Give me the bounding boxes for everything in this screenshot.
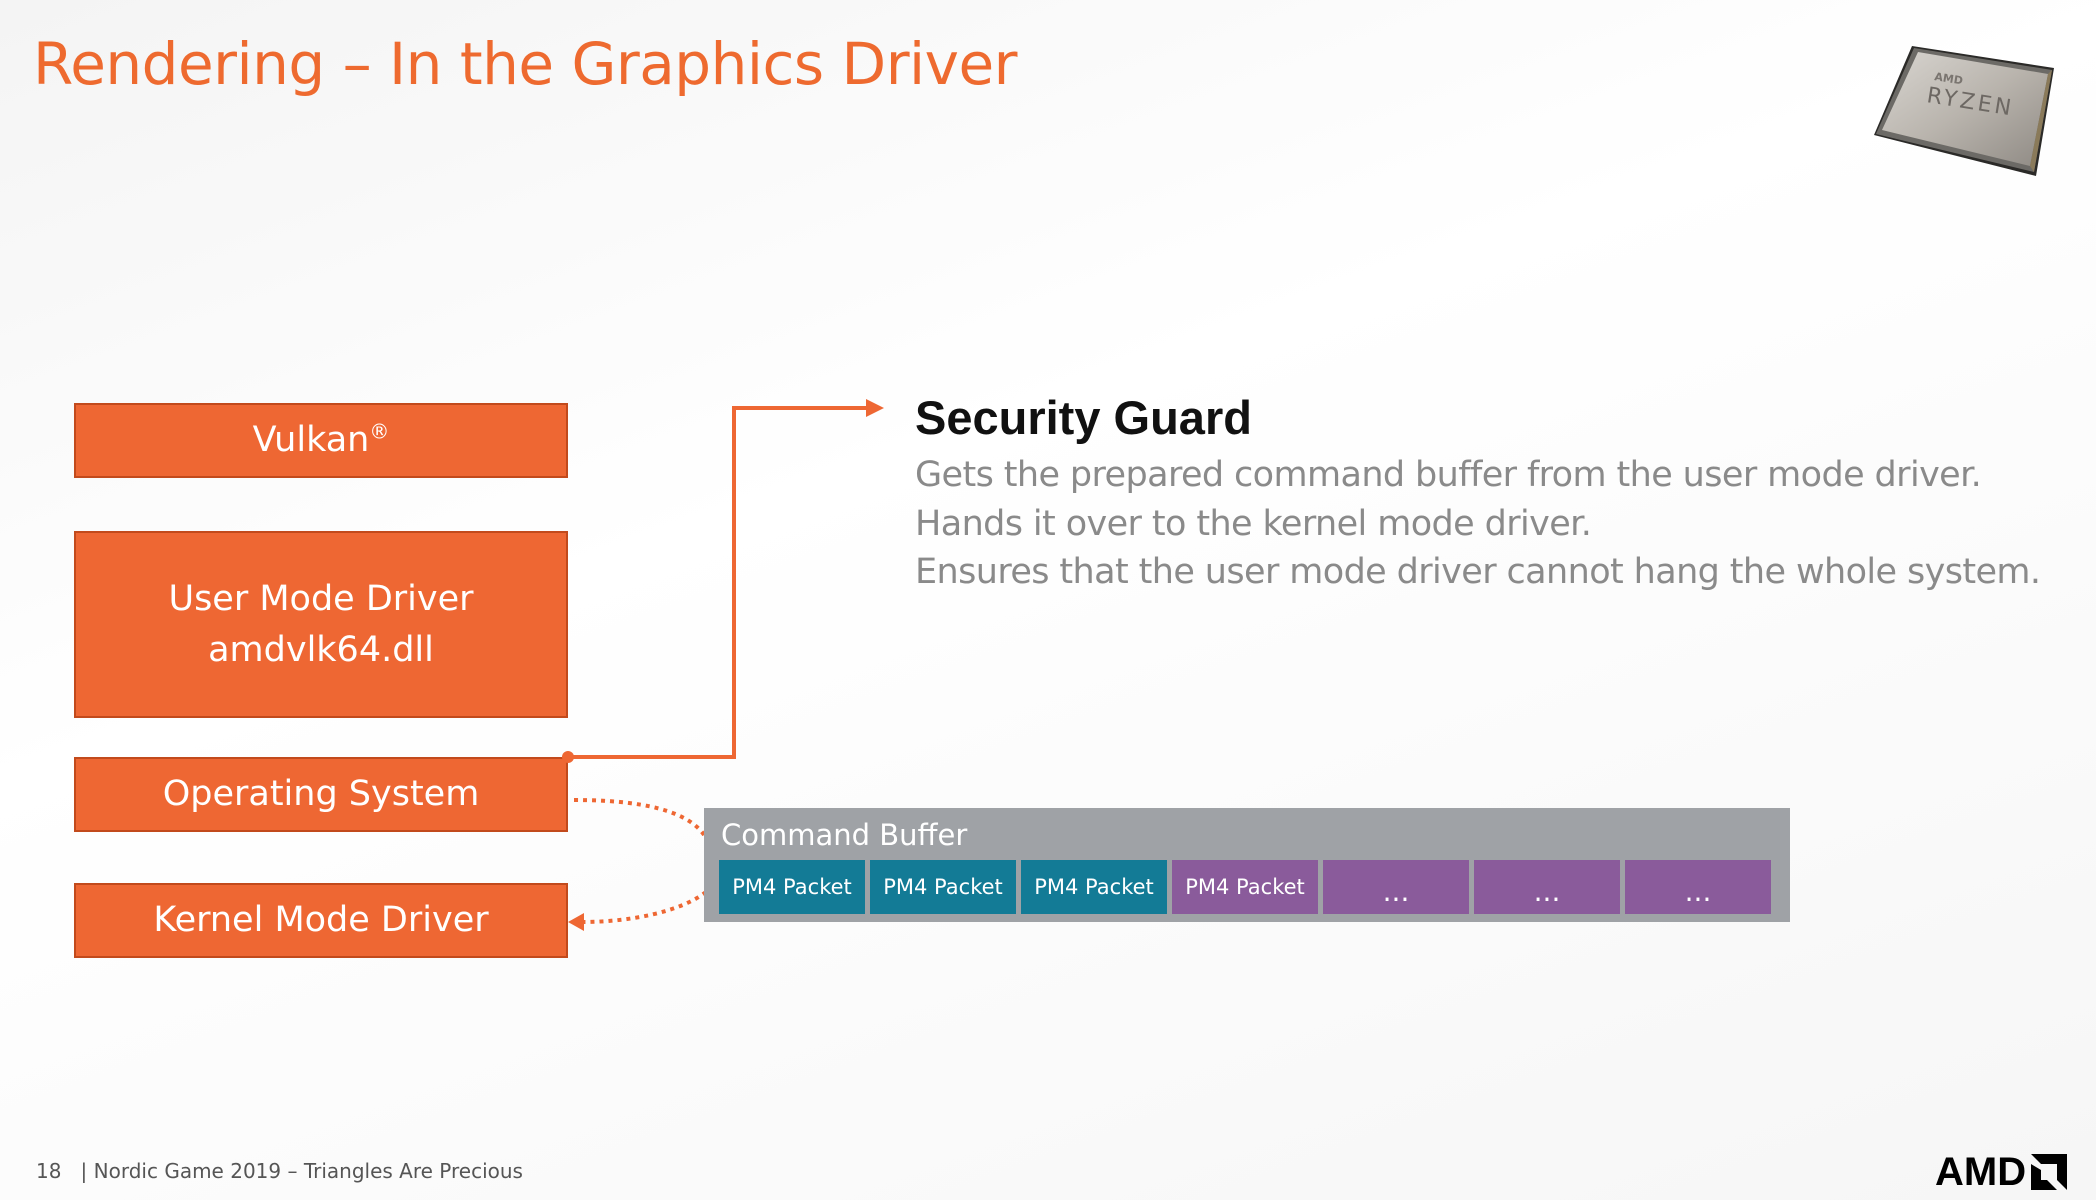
ryzen-chip-icon: AMD RYZEN [1874,46,2054,176]
ellipsis-packet: ... [1323,860,1469,914]
user-mode-driver-label: User Mode Driver [168,578,474,619]
page-number: 18 [36,1159,62,1183]
vulkan-label: Vulkan [252,420,370,461]
slide-footer: 18 | Nordic Game 2019 – Triangles Are Pr… [36,1159,523,1183]
ellipsis-packet: ... [1474,860,1620,914]
kernel-mode-driver-label: Kernel Mode Driver [153,900,489,941]
amd-logo-text: AMD [1935,1150,2027,1194]
footer-text: Nordic Game 2019 – Triangles Are Preciou… [93,1159,523,1183]
pm4-packet: PM4 Packet [719,860,865,914]
ellipsis-packet: ... [1625,860,1771,914]
operating-system-box: Operating System [74,757,568,832]
kernel-mode-driver-box: Kernel Mode Driver [74,883,568,958]
user-mode-driver-box: User Mode Driver amdvlk64.dll [74,531,568,718]
security-guard-line: Ensures that the user mode driver cannot… [915,552,2041,592]
footer-separator: | [80,1159,88,1183]
amd-logo: AMD [1935,1152,2069,1192]
security-guard-line: Hands it over to the kernel mode driver. [915,504,1592,544]
chip-brand-text: AMD [1934,70,1964,87]
command-buffer: Command Buffer PM4 Packet PM4 Packet PM4… [704,808,1790,922]
user-mode-driver-dll: amdvlk64.dll [208,629,434,670]
security-guard-line: Gets the prepared command buffer from th… [915,455,1982,495]
registered-mark: ® [369,419,390,444]
pm4-packet: PM4 Packet [1021,860,1167,914]
vulkan-box: Vulkan® [74,403,568,478]
command-buffer-label: Command Buffer [721,818,968,852]
operating-system-label: Operating System [162,774,480,815]
slide-title: Rendering – In the Graphics Driver [33,30,1018,98]
amd-arrow-icon [2031,1154,2068,1190]
pm4-packet: PM4 Packet [870,860,1016,914]
security-guard-title: Security Guard [915,391,1252,444]
pm4-packet: PM4 Packet [1172,860,1318,914]
